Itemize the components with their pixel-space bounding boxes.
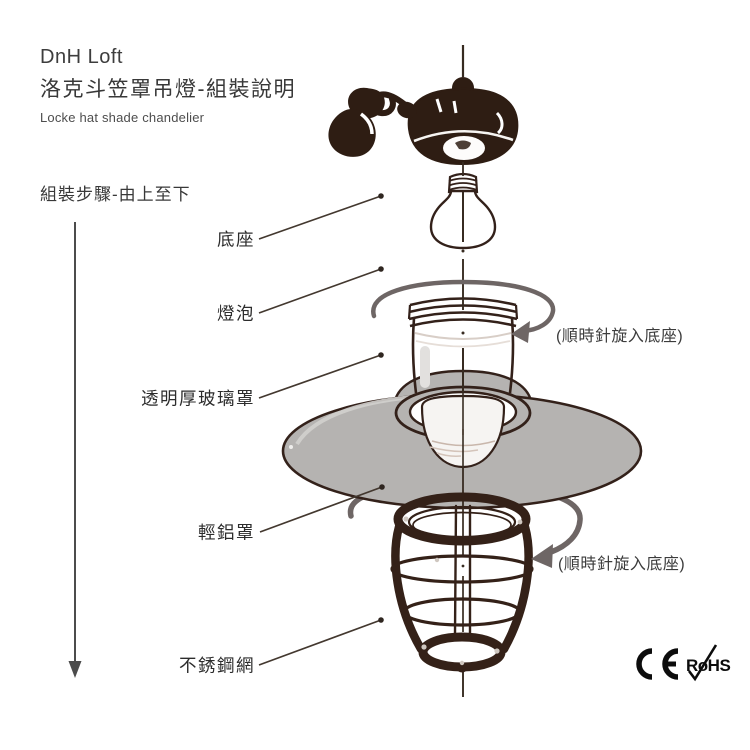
page-subtitle: Locke hat shade chandelier <box>40 110 205 125</box>
rohs-label: RoHS <box>686 656 731 675</box>
rotation-arrow-top <box>371 279 556 343</box>
assembly-flow-arrow <box>68 222 82 678</box>
ce-mark-icon <box>636 644 718 682</box>
ceiling-base-illustration <box>328 77 519 166</box>
assembly-direction-label: 組裝步驟-由上至下 <box>40 185 191 204</box>
part-label-shade: 輕鋁罩 <box>198 522 255 543</box>
center-axis-line <box>461 45 465 697</box>
page-title: 洛克斗笠罩吊燈-組裝說明 <box>40 78 296 101</box>
part-label-bulb: 燈泡 <box>217 303 255 324</box>
part-label-steel-mesh: 不銹鋼網 <box>179 655 255 676</box>
part-label-glass: 透明厚玻璃罩 <box>141 388 255 409</box>
brand-title: DnH Loft <box>40 46 123 68</box>
header: DnH Loft 洛克斗笠罩吊燈-組裝說明 Locke hat shade ch… <box>40 46 296 125</box>
cage-rivets <box>403 516 523 666</box>
rotate-note-bottom: (順時針旋入底座) <box>558 556 686 573</box>
part-label-base: 底座 <box>217 229 255 250</box>
rohs-check-icon <box>687 644 718 682</box>
steel-cage-illustration <box>390 492 534 673</box>
certification-marks: RoHS <box>615 641 745 687</box>
leader-lines <box>258 193 385 666</box>
rotation-arrowhead-bottom <box>531 544 553 568</box>
rotate-note-top: (順時針旋入底座) <box>556 328 684 345</box>
power-cord-plug <box>328 87 417 157</box>
